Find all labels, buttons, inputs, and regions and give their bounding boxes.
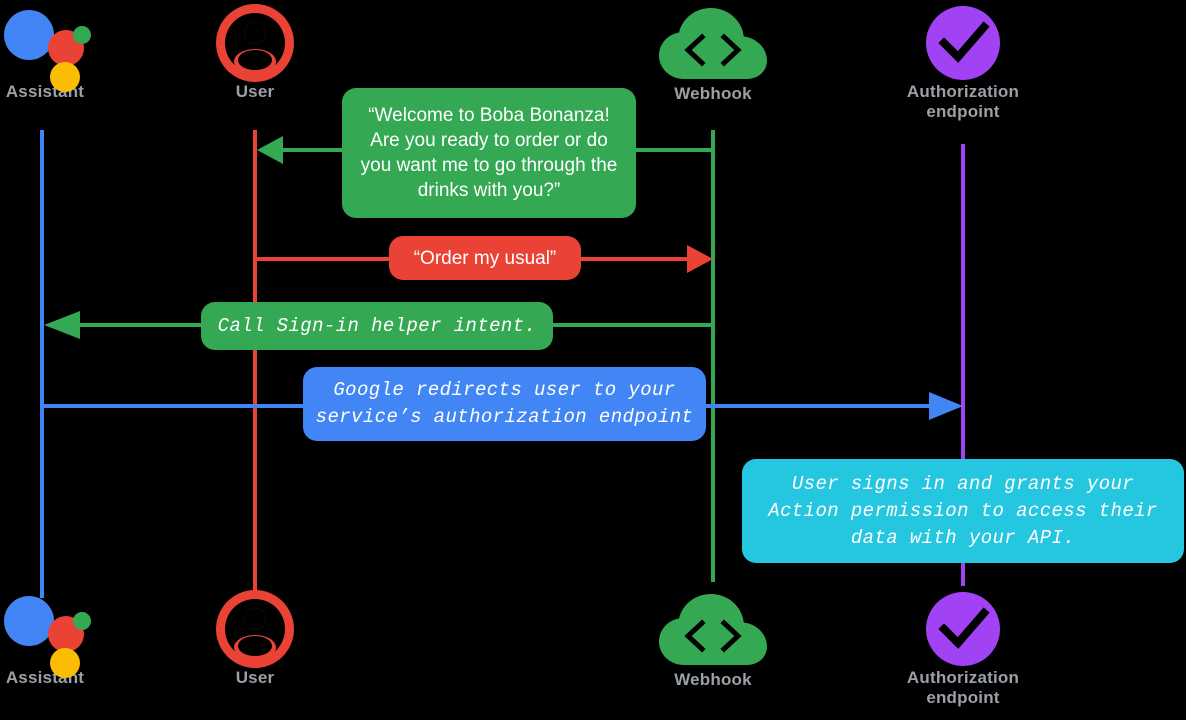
actor-label-user: User	[235, 668, 275, 687]
actor-label-webhook: Webhook	[674, 670, 752, 689]
actor-assistant-top: Assistant	[0, 4, 91, 102]
actor-assistant-bottom: Assistant	[0, 590, 91, 688]
lifeline-webhook	[711, 130, 715, 582]
message-bubble-user-signs-in: User signs in and grants your Action per…	[742, 459, 1184, 563]
actor-label-webhook: Webhook	[674, 84, 752, 103]
actor-webhook-top: Webhook	[648, 6, 778, 104]
message-bubble-order-my-usual: “Order my usual”	[389, 236, 581, 280]
actor-user-bottom: User	[206, 590, 304, 688]
message-bubble-welcome: “Welcome to Boba Bonanza! Are you ready …	[342, 88, 636, 218]
arrowhead-signin	[44, 311, 80, 339]
google-assistant-icon	[0, 590, 91, 678]
google-assistant-icon	[0, 4, 91, 92]
lifeline-assistant	[40, 130, 44, 598]
message-line-signin-right	[553, 323, 713, 327]
message-line-welcome-tail	[282, 148, 342, 152]
message-line-redirect-left	[40, 404, 304, 408]
actor-auth-bottom: Authorization endpoint	[880, 590, 1046, 708]
message-line-order-right	[581, 257, 689, 261]
cloud-code-icon	[648, 592, 778, 670]
message-line-welcome	[636, 148, 713, 152]
actor-user-top: User	[206, 4, 304, 102]
arrowhead-redirect	[929, 392, 963, 420]
arrowhead-order	[687, 245, 713, 273]
message-line-signin-left	[80, 323, 201, 327]
actor-label-auth: Authorization endpoint	[906, 668, 1020, 707]
cloud-code-icon	[648, 6, 778, 84]
purple-check-icon	[880, 4, 1046, 82]
message-line-redirect-right	[706, 404, 931, 408]
purple-check-icon	[880, 590, 1046, 668]
arrowhead-welcome	[257, 136, 283, 164]
actor-webhook-bottom: Webhook	[648, 592, 778, 690]
lifeline-user	[253, 130, 257, 598]
actor-auth-top: Authorization endpoint	[880, 4, 1046, 122]
user-avatar-icon	[206, 4, 304, 82]
user-avatar-icon	[206, 590, 304, 668]
actor-label-auth: Authorization endpoint	[906, 82, 1020, 121]
actor-label-user: User	[235, 82, 275, 101]
lifeline-auth	[961, 144, 965, 586]
message-line-order-left	[255, 257, 390, 261]
message-bubble-call-signin-helper: Call Sign-in helper intent.	[201, 302, 553, 350]
message-bubble-google-redirect: Google redirects user to your service’s …	[303, 367, 706, 441]
